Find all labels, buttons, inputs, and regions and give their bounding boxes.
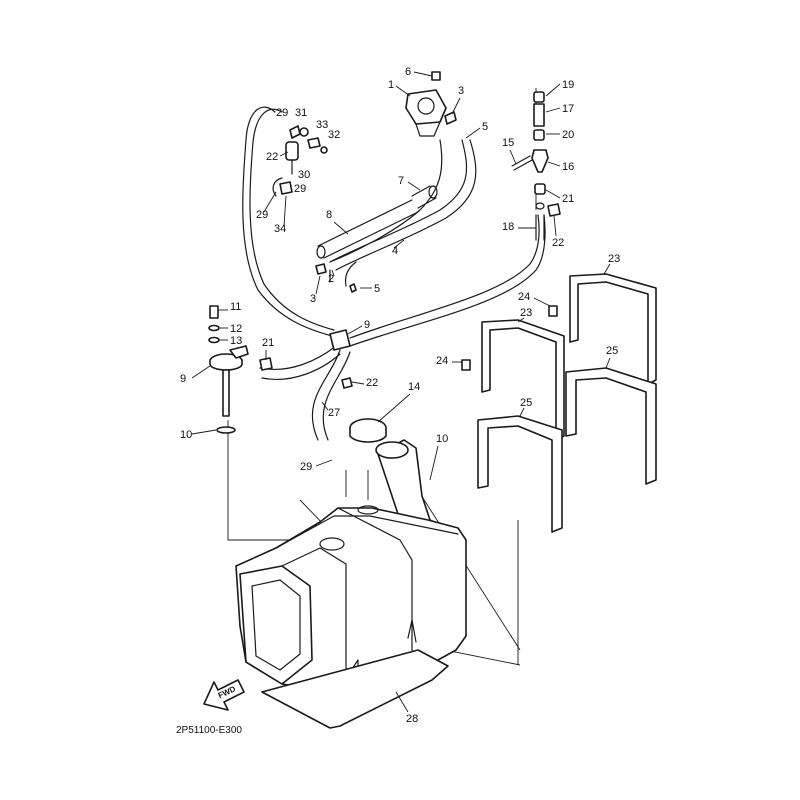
callout-21b: 20 (562, 129, 574, 141)
clamp-21b (259, 357, 273, 371)
callout-1: 1 (388, 79, 394, 91)
left-fittings (272, 125, 328, 197)
bolt-24-upper (548, 305, 558, 317)
callout-17: 16 (562, 161, 574, 173)
fuel-sender-unit (208, 305, 249, 434)
callout-20: 17 (562, 103, 574, 115)
callout-2: 2 (328, 273, 334, 285)
callout-15: 13 (230, 335, 242, 347)
strap-23-front (481, 319, 565, 441)
fuel-hoses (242, 106, 546, 441)
valve-assembly-1 (405, 71, 457, 137)
callout-27: 27 (328, 407, 340, 419)
gasket-12 (216, 426, 236, 434)
strap-25-rear (565, 367, 657, 485)
callout-22a: 22 (552, 237, 564, 249)
clamp-22b (341, 377, 353, 389)
callout-12: 10 (180, 429, 192, 441)
callout-23b: 23 (520, 307, 532, 319)
clamps-lower (259, 263, 357, 389)
bolt-24-lower (461, 359, 471, 371)
callout-22b: 22 (266, 151, 278, 163)
callout-6: 6 (405, 66, 411, 78)
callout-21d: 21 (262, 337, 274, 349)
callout-26: 28 (406, 713, 418, 725)
clamp-3b (315, 263, 327, 275)
washer-15 (208, 336, 220, 344)
callout-29c: 29 (300, 461, 312, 473)
callout-21c: 21 (562, 193, 574, 205)
strap-23-rear (569, 273, 657, 385)
callout-7: 7 (398, 175, 404, 187)
washer-14 (208, 324, 220, 332)
callout-3b: 3 (310, 293, 316, 305)
callout-24a: 24 (518, 291, 530, 303)
callout-33: 33 (316, 119, 328, 131)
callout-21a: 19 (562, 79, 574, 91)
callout-22c: 22 (366, 377, 378, 389)
pipe-20-assembly (511, 91, 549, 195)
filler-cap-16 (349, 418, 387, 443)
fwd-direction-arrow: FWD (203, 679, 245, 711)
callout-18: 15 (502, 137, 514, 149)
clamp-22-right (547, 203, 561, 217)
callout-32: 32 (328, 129, 340, 141)
callout-23a: 23 (608, 253, 620, 265)
callout-25a: 25 (606, 345, 618, 357)
joint-9 (329, 329, 351, 351)
callout-28: 29 (256, 209, 268, 221)
callout-9: 9 (364, 319, 370, 331)
strap-25-front (477, 415, 563, 533)
clamp-5b (349, 283, 357, 293)
callout-3: 3 (458, 85, 464, 97)
callout-16: 14 (408, 381, 420, 393)
callout-4: 4 (392, 245, 398, 257)
clamp-3 (444, 111, 457, 125)
tank-straps (461, 273, 657, 533)
base-pad-26 (261, 649, 449, 729)
callout-5b: 5 (374, 283, 380, 295)
callout-31: 31 (295, 107, 307, 119)
breather-hose (242, 106, 333, 337)
callout-30: 30 (298, 169, 310, 181)
callout-24b: 24 (436, 355, 448, 367)
callout-19: 18 (502, 221, 514, 233)
callout-34: 34 (274, 223, 286, 235)
fuel-tank-10 (235, 439, 467, 691)
callout-5: 5 (482, 121, 488, 133)
bolt-6 (431, 71, 441, 81)
callout-10: 10 (436, 433, 448, 445)
callout-11: 9 (180, 373, 186, 385)
callout-13: 11 (230, 301, 241, 313)
callout-29a: 29 (276, 107, 288, 119)
callout-25b: 25 (520, 397, 532, 409)
callout-14: 12 (230, 323, 242, 335)
callout-29b: 29 (294, 183, 306, 195)
callout-8: 8 (326, 209, 332, 221)
drawing-code: 2P51100-E300 (176, 725, 242, 736)
callout-labels: 6 1 3 5 19 17 20 15 16 21 18 22 29 31 33… (180, 66, 620, 725)
bolt-13 (209, 305, 219, 319)
